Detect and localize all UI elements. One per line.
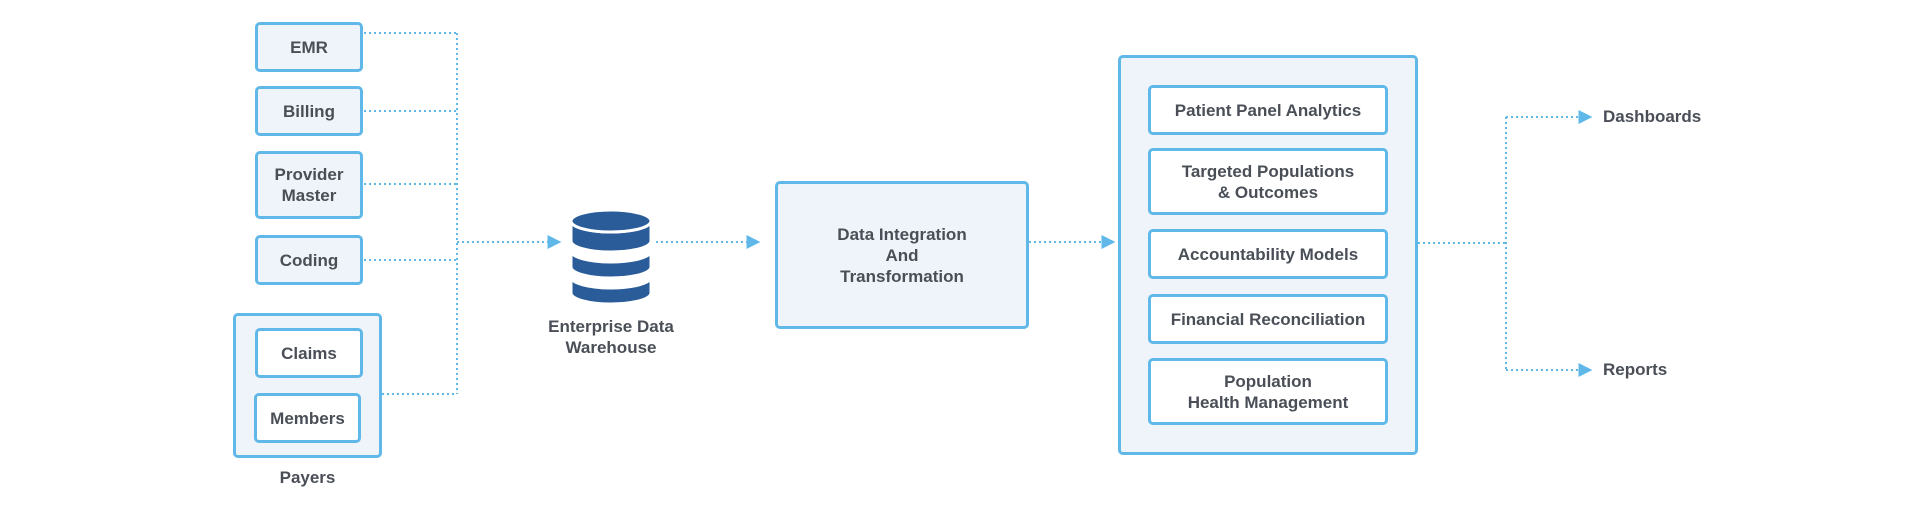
warehouse-caption: Enterprise Data Warehouse [548, 317, 674, 357]
output-dashboards: Dashboards [1603, 107, 1702, 126]
output-reports: Reports [1603, 360, 1668, 379]
source-billing: Billing [255, 86, 363, 136]
source-provider-master: Provider Master [255, 151, 363, 219]
source-coding: Coding [255, 235, 363, 285]
analytics-accountability-models: Accountability Models [1148, 229, 1388, 279]
payer-claims: Claims [255, 328, 363, 378]
analytics-patient-panel: Patient Panel Analytics [1148, 85, 1388, 135]
data-integration-box: Data Integration And Transformation [775, 181, 1029, 329]
source-emr: EMR [255, 22, 363, 72]
analytics-population-health: Population Health Management [1148, 358, 1388, 425]
analytics-financial-reconciliation: Financial Reconciliation [1148, 294, 1388, 344]
database-icon [569, 208, 653, 305]
payers-caption: Payers [279, 468, 336, 487]
analytics-targeted-populations: Targeted Populations & Outcomes [1148, 148, 1388, 215]
payer-members: Members [254, 393, 361, 443]
